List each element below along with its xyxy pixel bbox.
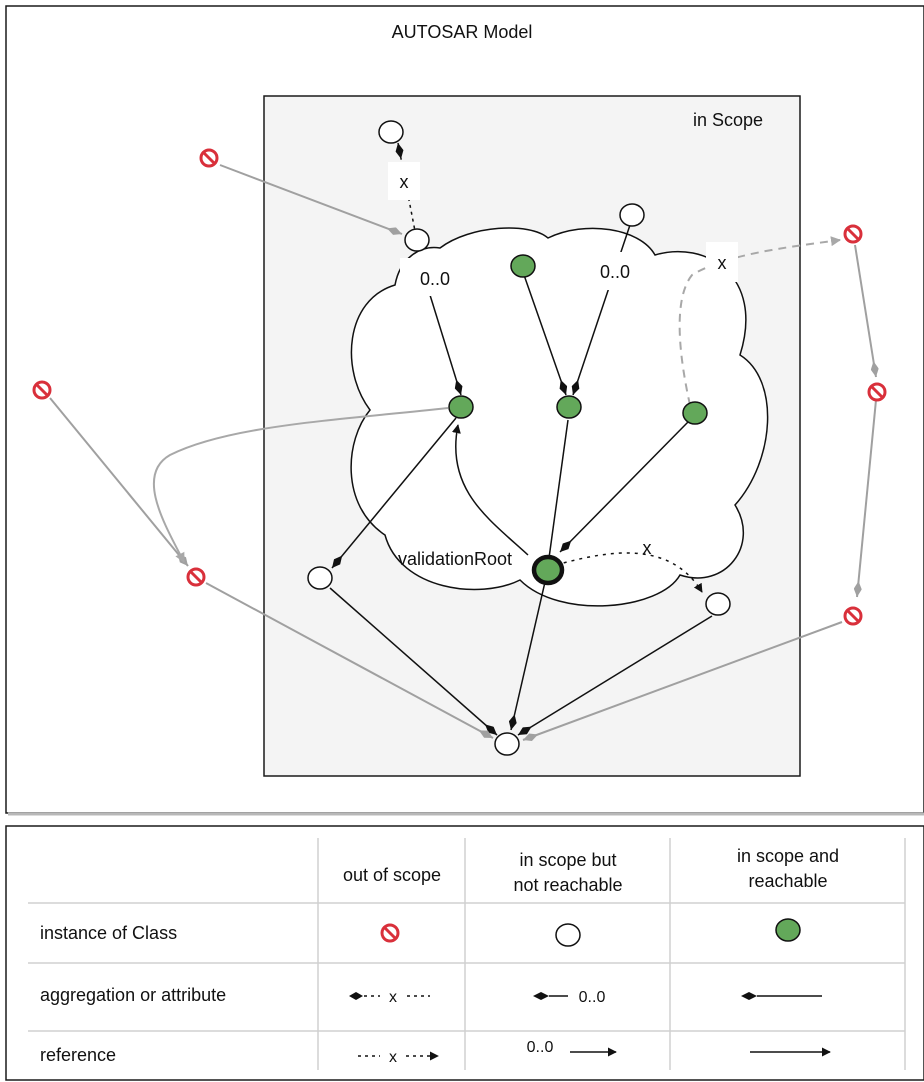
label-box-0-0-right bbox=[580, 252, 650, 290]
label-box-x-top bbox=[388, 162, 420, 200]
gray-reference-green-to-out bbox=[152, 407, 449, 563]
out-of-scope-icon-right-mid bbox=[867, 382, 887, 402]
legend-reference-in-label: 0..0 bbox=[527, 1039, 554, 1056]
reference-root-to-right-node-dashed bbox=[555, 552, 703, 593]
aggregation-green-top-to-center bbox=[523, 274, 568, 396]
legend-white-node bbox=[555, 923, 581, 947]
out-of-scope-icon-left bbox=[32, 380, 52, 400]
gray-aggregation-right-top-to-mid bbox=[854, 244, 879, 378]
model-title: AUTOSAR Model bbox=[392, 22, 533, 42]
edge-label-0-0-right: 0..0 bbox=[600, 262, 630, 282]
aggregation-left-node-to-bottom bbox=[329, 587, 498, 736]
reference-root-to-left-green bbox=[452, 424, 529, 556]
aggregation-right-node-to-bottom bbox=[517, 615, 713, 736]
legend-reference-out-label: x bbox=[389, 1049, 397, 1066]
gray-aggregation-right-mid-to-bottom bbox=[853, 399, 877, 598]
legend-header-reachable-line2: reachable bbox=[748, 871, 827, 891]
aggregation-0-0-left bbox=[429, 294, 463, 396]
link-center-to-root bbox=[548, 419, 569, 559]
edge-label-x-dashed: x bbox=[718, 253, 727, 273]
validation-root-label: validationRoot bbox=[398, 549, 512, 569]
legend-reference-in-label-box bbox=[510, 1032, 562, 1056]
gray-aggregation-right-out-to-bottom bbox=[522, 621, 843, 741]
node-white-right-top bbox=[619, 203, 645, 227]
legend-header-reachable-line1: in scope and bbox=[737, 846, 839, 866]
legend-aggregation-in-label: 0..0 bbox=[579, 989, 606, 1006]
out-of-scope-icon-left-lower bbox=[186, 567, 206, 587]
legend-aggregation-out-label: x bbox=[389, 989, 397, 1006]
legend-row-aggregation: aggregation or attribute bbox=[40, 985, 226, 1005]
node-white-left bbox=[307, 566, 333, 590]
aggregation-right-green-to-root bbox=[559, 421, 689, 553]
legend-aggregation-in-diamond bbox=[533, 992, 549, 1000]
label-box-0-0-left bbox=[400, 258, 470, 296]
legend-green-node bbox=[775, 918, 801, 942]
legend-row-reference: reference bbox=[40, 1045, 116, 1065]
edge-label-x-top: x bbox=[400, 172, 409, 192]
node-green-left bbox=[448, 395, 474, 419]
gray-aggregation-left-out-to-bottom bbox=[205, 582, 494, 739]
edge-label-x-root: x bbox=[643, 538, 652, 558]
aggregation-root-to-bottom bbox=[508, 581, 546, 731]
gray-aggregation-left-out bbox=[49, 397, 189, 567]
legend-out-of-scope-icon bbox=[380, 923, 400, 943]
node-green-top bbox=[510, 254, 536, 278]
edge-label-0-0-left: 0..0 bbox=[420, 269, 450, 289]
aggregation-left-green-to-left-node bbox=[331, 417, 457, 569]
node-green-center bbox=[556, 395, 582, 419]
gray-aggregation-out-to-upper-node bbox=[219, 164, 403, 235]
reachable-cloud bbox=[350, 227, 769, 607]
legend-aggregation-reachable-diamond bbox=[741, 992, 757, 1000]
scope-label: in Scope bbox=[693, 110, 763, 130]
legend-header-out-of-scope: out of scope bbox=[343, 865, 441, 885]
node-white-right bbox=[705, 592, 731, 616]
node-white-top bbox=[378, 120, 404, 144]
label-box-x-dashed bbox=[706, 242, 738, 282]
legend-header-not-reachable-line2: not reachable bbox=[513, 875, 622, 895]
out-of-scope-icon-right-top bbox=[843, 224, 863, 244]
legend-aggregation-out-diamond bbox=[349, 992, 363, 1000]
legend-row-instance: instance of Class bbox=[40, 923, 177, 943]
node-green-right bbox=[682, 401, 708, 425]
out-of-scope-icon-right-lower bbox=[843, 606, 863, 626]
out-of-scope-icon-top-left bbox=[199, 148, 219, 168]
gray-dashed-reference-to-out bbox=[678, 236, 841, 406]
node-validation-root bbox=[531, 554, 565, 586]
node-white-bottom bbox=[494, 732, 520, 756]
node-white-upper bbox=[404, 228, 430, 252]
legend-header-not-reachable-line1: in scope but bbox=[519, 850, 616, 870]
